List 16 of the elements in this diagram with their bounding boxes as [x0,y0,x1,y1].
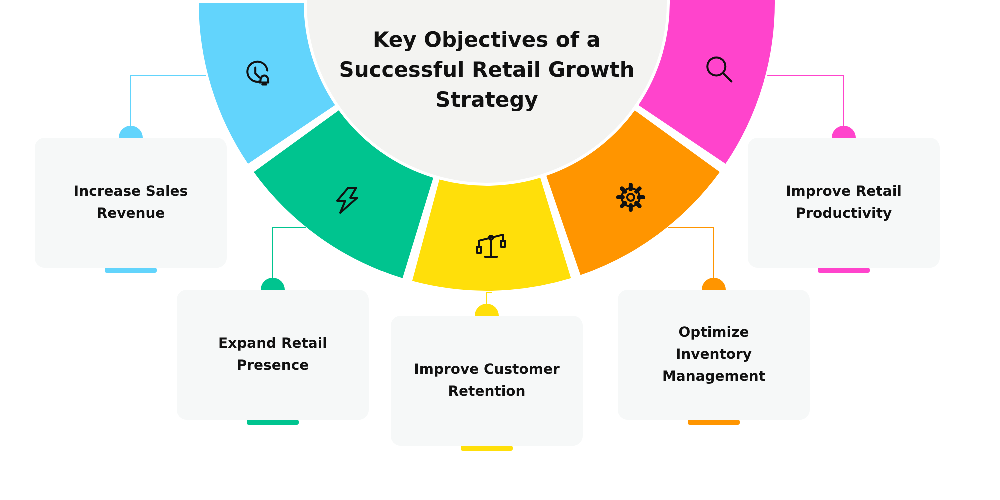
ring-segment [546,110,720,276]
objective-text: Increase Sales Revenue [72,183,190,224]
objective-card [391,316,583,446]
objective-text: Improve Customer Retention [413,361,561,402]
objective-text: Optimize Inventory Management [661,324,767,387]
objective-card [35,138,227,268]
ring-segment [254,110,434,278]
title-text: Key Objectives of a Successful Retail Growth Strategy [338,27,636,114]
objective-text: Improve Retail Productivity [785,183,903,224]
objective-text: Expand Retail Presence [218,335,328,376]
ring-segment [638,0,775,164]
objective-card [177,290,369,420]
objective-card [618,290,810,420]
ring-segment [199,3,336,164]
objective-card [748,138,940,268]
ring-segment [412,178,572,291]
